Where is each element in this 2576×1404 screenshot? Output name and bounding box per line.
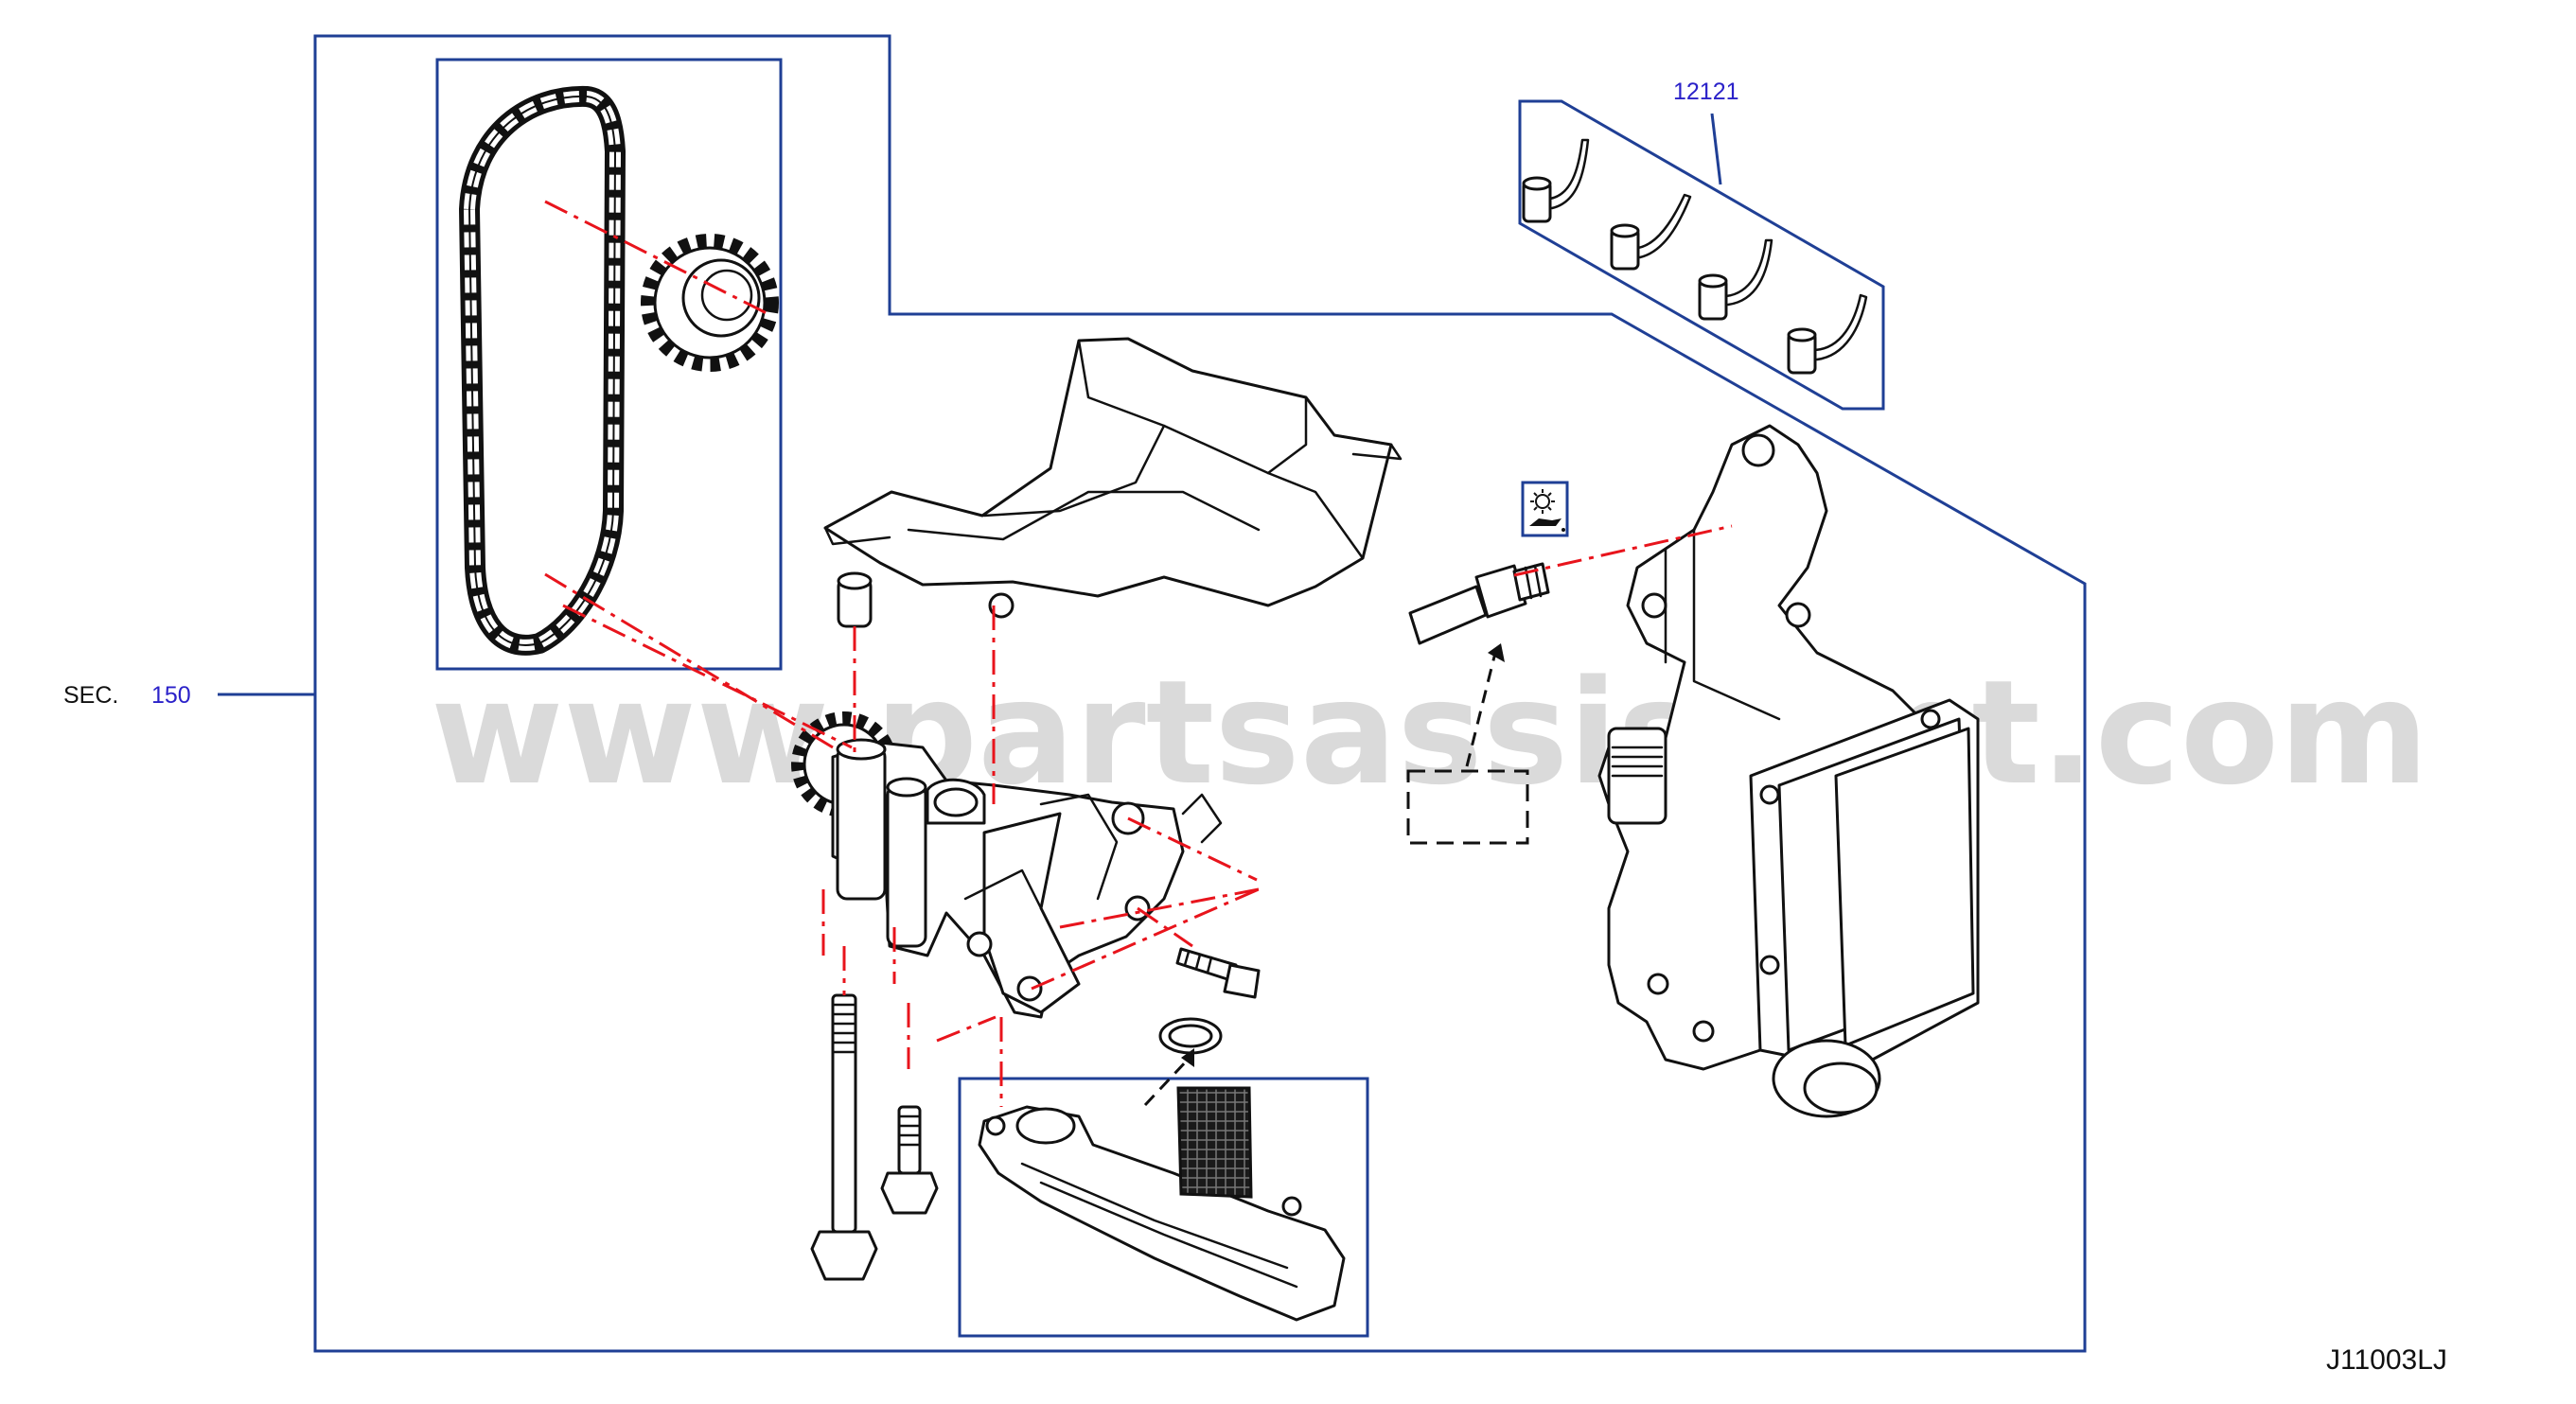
main-assembly-frame <box>313 34 2087 1353</box>
crankshaft-sprocket[interactable] <box>641 234 779 372</box>
oil-cooler[interactable] <box>1749 698 1980 1071</box>
oil-jet-4[interactable] <box>1787 293 1868 375</box>
oil-pressure-warning-icon <box>1521 481 1569 537</box>
dowel-sleeve[interactable] <box>837 571 873 628</box>
watermark: www.partsassistant.com <box>431 649 2429 816</box>
oil-filter-housing[interactable] <box>1597 424 1942 1071</box>
strainer-mesh-screen[interactable] <box>1176 1086 1253 1199</box>
oil-pump-assembly[interactable] <box>831 738 1223 1019</box>
oil-pressure-switch[interactable] <box>1408 562 1550 645</box>
oil-jet-1[interactable] <box>1522 138 1590 223</box>
figure-code: J11003LJ <box>2326 1344 2447 1376</box>
assembly-leader-lines <box>544 200 1733 1107</box>
sec-label: SEC. <box>63 682 118 709</box>
pump-flange-bolt[interactable] <box>1175 947 1261 999</box>
oil-baffle-plate[interactable] <box>823 337 1403 619</box>
part-12121-link[interactable]: 12121 <box>1673 79 1739 105</box>
o-ring-seal[interactable] <box>1158 1017 1223 1055</box>
oil-jet-parts-frame <box>1518 99 1885 411</box>
part-12121-leader <box>1710 113 1722 185</box>
long-mounting-bolt[interactable] <box>810 993 878 1281</box>
oil-strainer[interactable] <box>978 1105 1346 1322</box>
sec-number-link[interactable]: 150 <box>151 682 191 709</box>
timing-chain-frame <box>435 58 783 671</box>
oil-jet-2[interactable] <box>1610 193 1692 271</box>
oil-jet-3[interactable] <box>1698 238 1773 321</box>
short-mounting-bolt[interactable] <box>880 1105 939 1215</box>
not-illustrated-part-outline <box>1406 769 1529 845</box>
timing-chain[interactable] <box>458 85 626 656</box>
cooler-outlet-pipe[interactable] <box>1772 1039 1881 1118</box>
oil-strainer-frame <box>958 1077 1369 1338</box>
reference-leader-lines <box>1143 643 1505 1107</box>
